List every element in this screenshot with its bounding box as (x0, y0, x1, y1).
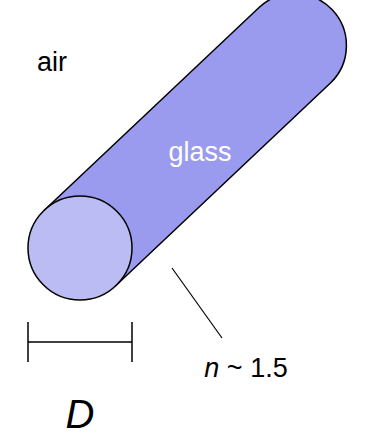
medium-label: air (37, 49, 67, 76)
cylinder-end-face (28, 196, 132, 300)
dimension-bracket (28, 322, 132, 362)
refractive-index-label: n ~ 1.5 (204, 355, 287, 382)
dimension-label: D (66, 394, 95, 434)
material-label: glass (168, 139, 231, 166)
glass-region: glass (168, 139, 231, 166)
leader-line (172, 268, 222, 338)
